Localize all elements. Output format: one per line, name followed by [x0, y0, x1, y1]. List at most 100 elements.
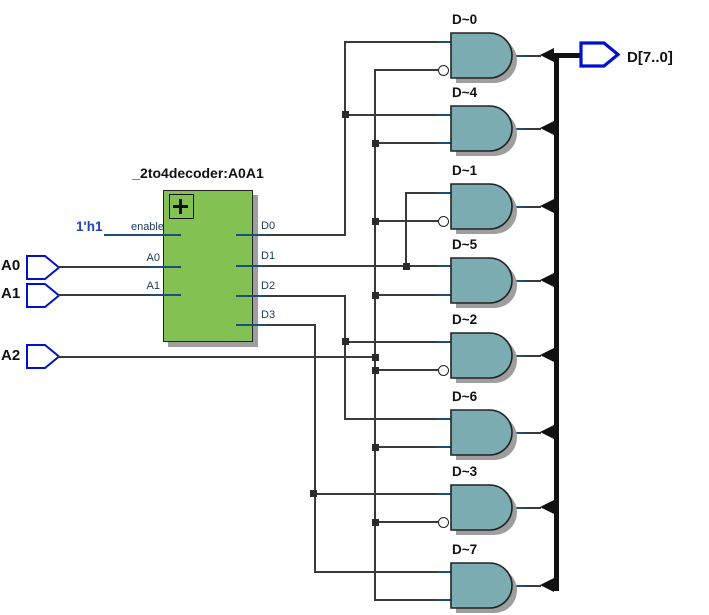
port-stub-a1 — [148, 294, 181, 296]
input-pin-a0[interactable] — [26, 255, 62, 281]
wire-gate-d1-a — [405, 191, 452, 194]
wire-gate-d1-b — [374, 220, 439, 222]
wire-gate-d4-a — [344, 113, 452, 116]
wire-out-d4 — [511, 127, 541, 130]
wire-out-d1 — [511, 205, 541, 208]
gate-label-d3: D~3 — [452, 464, 478, 479]
and-gate-d3[interactable] — [450, 484, 520, 540]
wire-out-d2 — [511, 354, 541, 357]
junction-dot — [341, 338, 349, 345]
port-stub-d3 — [236, 323, 268, 326]
bus-ripper-arrow — [540, 578, 554, 592]
gate-label-d2: D~2 — [452, 312, 478, 327]
gate-input-stub — [437, 492, 452, 495]
and-gate-d4[interactable] — [450, 105, 520, 161]
junction-dot — [371, 353, 379, 361]
output-bus-horizontal — [554, 52, 582, 58]
gate-input-stub — [437, 191, 452, 194]
bus-ripper-arrow — [540, 500, 554, 514]
wire-out-d6 — [511, 431, 541, 434]
junction-dot — [371, 217, 379, 225]
port-label-d0: D0 — [261, 220, 276, 232]
wire-gate-d0-b — [374, 69, 439, 71]
gate-output-stub — [511, 127, 525, 130]
junction-dot — [371, 518, 379, 526]
gate-output-stub — [511, 584, 525, 587]
and-gate-d1[interactable] — [450, 183, 520, 239]
port-stub-d0 — [236, 234, 268, 236]
net-d1 — [266, 265, 452, 267]
net-a0 — [58, 266, 150, 268]
wire-out-d5 — [511, 279, 541, 282]
inverter-bubble-d1 — [438, 215, 449, 227]
net-d2-vertical — [344, 295, 346, 419]
junction-dot — [341, 111, 349, 118]
junction-dot — [402, 263, 410, 270]
input-pin-label-a0: A0 — [1, 257, 21, 274]
gate-input-stub — [437, 570, 452, 573]
and-gate-d0[interactable] — [450, 32, 520, 88]
output-pin-label: D[7..0] — [627, 49, 673, 66]
wire-out-d0 — [511, 54, 541, 57]
wire-gate-d6-b — [374, 446, 452, 448]
inverter-bubble-d3 — [438, 516, 449, 528]
wire-out-d7 — [511, 584, 541, 587]
inverter-bubble-d0 — [438, 64, 449, 76]
and-gate-d7[interactable] — [450, 562, 520, 615]
bus-ripper-arrow — [540, 273, 554, 287]
port-label-d3: D3 — [261, 309, 276, 321]
port-stub-d1 — [236, 265, 268, 267]
port-stub-a0 — [148, 266, 181, 268]
gate-output-stub — [511, 506, 525, 509]
net-d3-vertical — [313, 323, 316, 572]
gate-label-d5: D~5 — [452, 237, 478, 252]
wire-gate-d3-b — [374, 521, 439, 523]
port-label-d2: D2 — [261, 280, 276, 292]
gate-label-d1: D~1 — [452, 163, 478, 178]
port-label-a1: A1 — [146, 280, 160, 292]
gate-label-d4: D~4 — [452, 85, 478, 100]
port-label-enable: enable — [130, 221, 164, 233]
wire-gate-d6-a — [344, 417, 452, 420]
gate-input-stub — [437, 294, 452, 296]
gate-output-stub — [511, 354, 525, 357]
output-pin-d-bus[interactable] — [579, 41, 621, 70]
bus-ripper-arrow — [540, 121, 554, 135]
junction-dot — [371, 139, 379, 147]
and-gate-d2[interactable] — [450, 332, 520, 388]
bus-ripper-arrow — [540, 425, 554, 439]
net-d1-vertical — [405, 191, 407, 267]
gate-input-stub — [437, 599, 452, 601]
input-pin-a2[interactable] — [26, 344, 62, 370]
gate-input-stub — [437, 417, 452, 420]
bus-ripper-arrow — [540, 348, 554, 362]
and-gate-d5[interactable] — [450, 257, 520, 313]
gate-output-stub — [511, 431, 525, 434]
expand-plus-icon[interactable] — [169, 194, 194, 219]
input-pin-a1[interactable] — [26, 283, 62, 309]
junction-dot — [371, 291, 379, 299]
net-a1 — [58, 294, 150, 296]
output-bus-vertical[interactable] — [554, 52, 559, 591]
decoder-instance-title: _2to4decoder:A0A1 — [132, 165, 264, 181]
gate-label-d0: D~0 — [452, 12, 478, 27]
port-stub-enable — [104, 234, 181, 236]
port-label-a0: A0 — [146, 252, 160, 264]
net-d0 — [266, 234, 346, 236]
net-d2 — [266, 295, 346, 297]
junction-dot — [371, 443, 379, 451]
gate-output-stub — [511, 279, 525, 282]
wire-gate-d2-a — [344, 340, 452, 343]
wire-gate-d4-b — [374, 142, 452, 144]
gate-label-d7: D~7 — [452, 542, 478, 557]
gate-input-stub — [437, 446, 452, 448]
wire-out-d3 — [511, 506, 541, 509]
and-gate-d6[interactable] — [450, 409, 520, 465]
gate-output-stub — [511, 54, 525, 57]
gate-output-stub — [511, 205, 525, 208]
net-a2 — [58, 356, 376, 358]
net-a2-vertical — [374, 69, 376, 601]
net-d0-vertical — [344, 40, 346, 236]
port-label-d1: D1 — [261, 250, 276, 262]
